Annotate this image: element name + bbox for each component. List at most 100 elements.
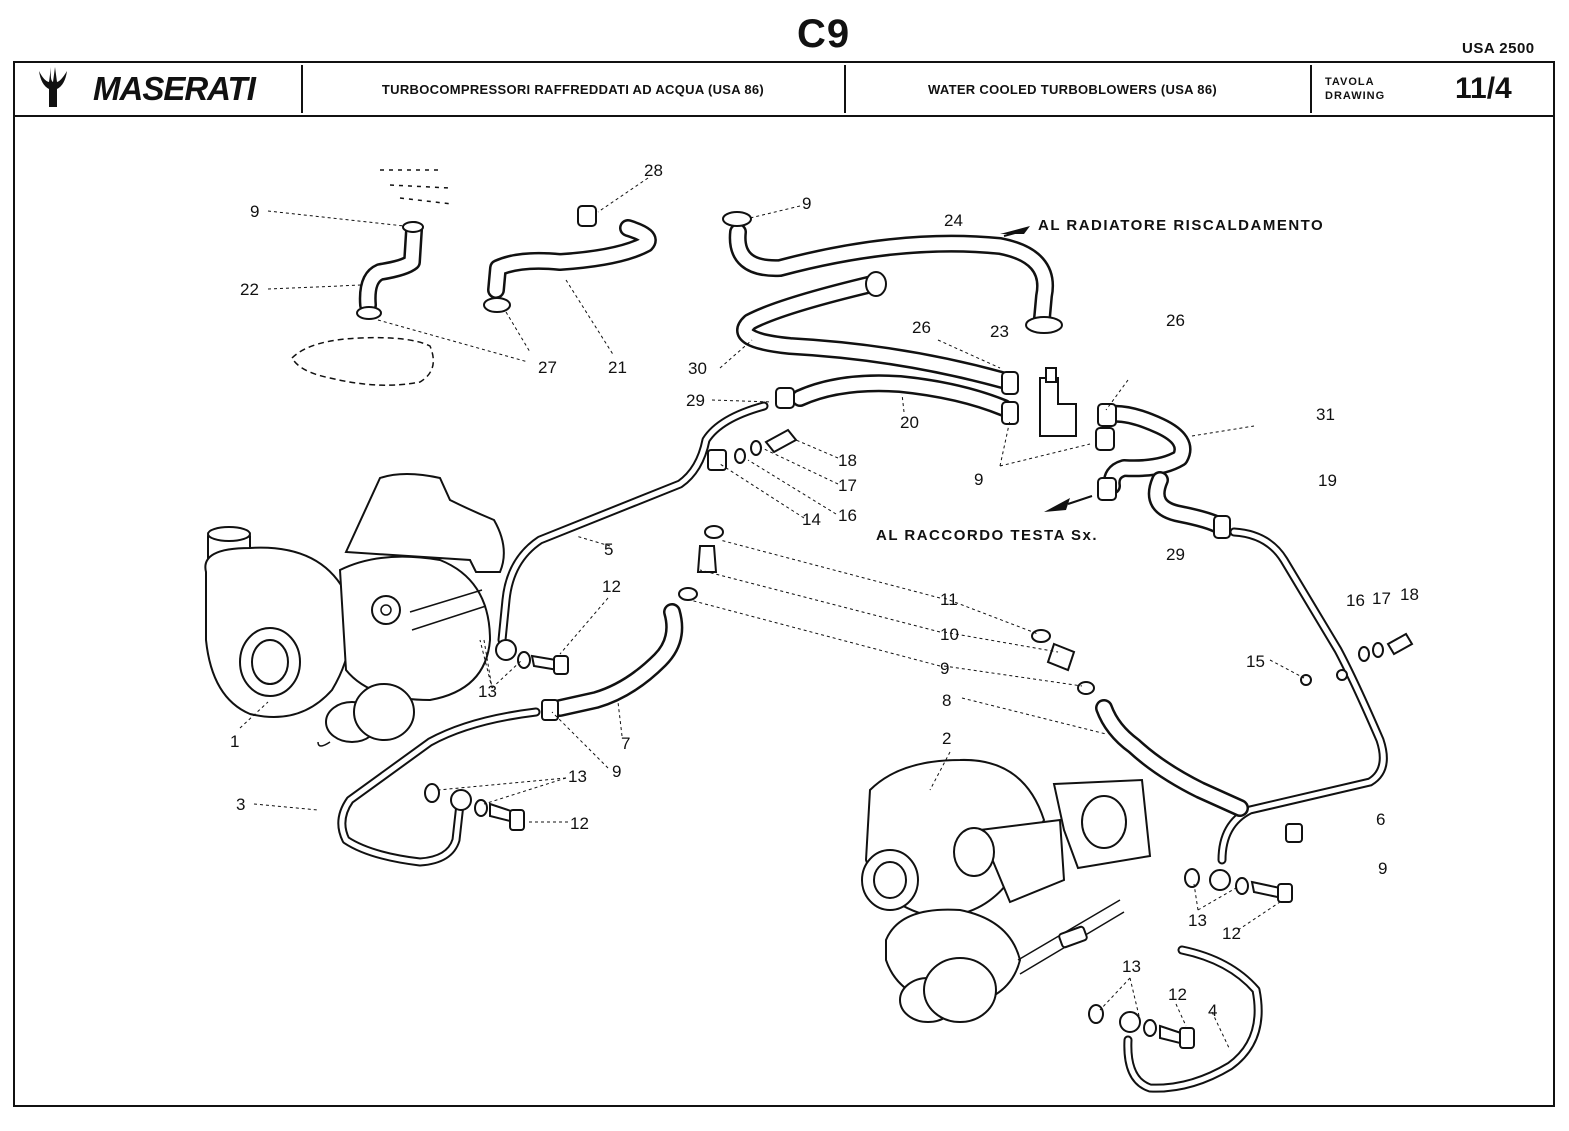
hose-31 [1101, 404, 1192, 495]
tavola-label: TAVOLA [1325, 76, 1375, 88]
ref-label: 14 [802, 510, 821, 529]
hose-7 [551, 603, 684, 717]
clamp-28 [577, 205, 597, 227]
ref-label: 29 [1166, 545, 1185, 564]
ref-label: 18 [1400, 585, 1419, 604]
note-radiator: AL RADIATORE RISCALDAMENTO [1038, 217, 1324, 234]
clamp-9 [541, 699, 559, 721]
ref-label: 1 [230, 732, 239, 751]
clamp-23 [1025, 316, 1063, 334]
manifold-outline [291, 169, 453, 386]
brand-name: MASERATI [93, 70, 256, 107]
clip-15 [1336, 669, 1348, 681]
hose-8 [1095, 699, 1249, 817]
clamp-30 [865, 271, 887, 297]
ref-label: 16 [1346, 591, 1365, 610]
ref-label: 13 [478, 682, 497, 701]
ref-label: 21 [608, 358, 627, 377]
ref-label: 13 [568, 767, 587, 786]
ref-label: 17 [1372, 589, 1391, 608]
banjo-13-12-bottom [1088, 1004, 1195, 1049]
ref-label: 26 [912, 318, 931, 337]
ref-label: 12 [1222, 924, 1241, 943]
ref-label: 11 [940, 590, 958, 609]
ref-label: 6 [1376, 810, 1385, 829]
ref-label: 31 [1316, 405, 1335, 424]
ref-label: 27 [538, 358, 557, 377]
ref-label: 2 [942, 729, 951, 748]
arrow-head-fitting-icon [1044, 498, 1070, 512]
hose-22 [358, 221, 423, 314]
fastener-set-16-17-18 [1358, 632, 1414, 662]
clip-15 [1300, 674, 1312, 686]
fitting-11-10 [678, 525, 1095, 695]
ref-label: 15 [1246, 652, 1265, 671]
clamp-9 [402, 221, 424, 233]
ref-label: 23 [990, 322, 1009, 341]
note-head-fitting: AL RACCORDO TESTA Sx. [876, 527, 1098, 544]
ref-label: 16 [838, 506, 857, 525]
ref-label: 9 [612, 762, 621, 781]
ref-label: 9 [250, 202, 259, 221]
hose-30 [736, 275, 1011, 389]
hose-20 [791, 374, 1013, 417]
hose-19 [1147, 471, 1229, 535]
ref-label: 7 [621, 734, 630, 753]
logo-cell: MASERATI [15, 63, 300, 115]
page-code: C9 [797, 12, 851, 56]
ref-label: 12 [1168, 985, 1187, 1004]
ref-label: 9 [1378, 859, 1387, 878]
ref-label: 12 [570, 814, 589, 833]
header-divider [301, 65, 303, 113]
clamp-26 [1097, 403, 1117, 427]
clamp-14 [707, 449, 727, 471]
title-english: WATER COOLED TURBOBLOWERS (USA 86) [928, 81, 1217, 97]
ref-label: 13 [1188, 911, 1207, 930]
ref-label: 24 [944, 211, 963, 230]
ref-label: 9 [974, 470, 983, 489]
fastener-set-16-17-18-upper [734, 428, 798, 464]
drawing-label: DRAWING [1325, 90, 1386, 102]
pipe-4 [1123, 945, 1263, 1093]
ref-label: 26 [1166, 311, 1185, 330]
reference-numbers: 28 9 9 24 22 27 21 26 23 26 30 29 20 31 … [230, 161, 1419, 1020]
ref-label: 30 [688, 359, 707, 378]
ref-label: 17 [838, 476, 857, 495]
header-divider [1310, 65, 1312, 113]
banjo-13-12-right [1184, 868, 1293, 903]
clamp-9 [1097, 477, 1117, 501]
ref-label: 13 [1122, 957, 1141, 976]
clamp-27 [483, 297, 511, 313]
title-italian: TURBOCOMPRESSORI RAFFREDDATI AD ACQUA (U… [381, 81, 765, 97]
pipe-3 [337, 707, 541, 867]
drawing-number: 11/4 [1455, 72, 1512, 105]
clamp-9 [1095, 427, 1115, 451]
ref-label: 29 [686, 391, 705, 410]
tee-fitting-26 [1001, 367, 1077, 437]
hose-21 [487, 219, 657, 299]
ref-label: 19 [1318, 471, 1337, 490]
ref-label: 10 [940, 625, 959, 644]
pipe-5 [497, 401, 769, 645]
header-divider [844, 65, 846, 113]
ref-label: 5 [604, 540, 613, 559]
turbocharger-2 [861, 758, 1152, 1023]
clamp-29 [1213, 515, 1231, 539]
drawing-label-block: TAVOLA DRAWING [1325, 63, 1435, 115]
clamp-9 [1285, 823, 1303, 843]
clamp-29 [775, 387, 795, 409]
ref-label: 18 [838, 451, 857, 470]
hose-24 [728, 223, 1054, 327]
leader-lines [239, 177, 1305, 1051]
diagram-frame [13, 117, 1555, 1107]
maserati-trident-icon [39, 67, 67, 107]
turbocharger-1 [204, 473, 505, 747]
ref-label: 8 [942, 691, 951, 710]
banjo-13-12-left-lower [424, 783, 525, 831]
ref-label: 20 [900, 413, 919, 432]
ref-label: 28 [644, 161, 663, 180]
ref-label: 12 [602, 577, 621, 596]
clamp-9 [722, 211, 752, 227]
ref-label: 3 [236, 795, 245, 814]
